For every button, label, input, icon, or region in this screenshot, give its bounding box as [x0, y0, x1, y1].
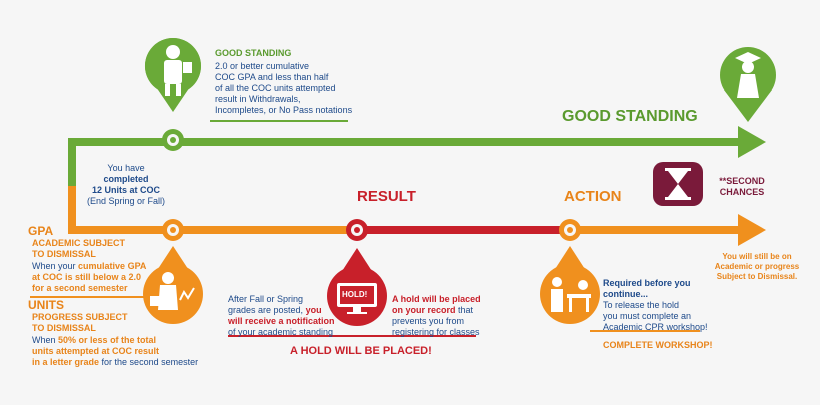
- workshop-pin: [540, 219, 600, 324]
- result-notification-text: After Fall or Spring grades are posted, …: [228, 294, 335, 337]
- hourglass-badge: [653, 162, 703, 206]
- action-description: Required before you continue... To relea…: [603, 278, 708, 332]
- units-subtitle: PROGRESS SUBJECT TO DISMISSAL: [32, 312, 128, 333]
- good-standing-arrowhead: [738, 126, 766, 158]
- gpa-description: When your cumulative GPA at COC is still…: [32, 261, 147, 293]
- units-title: UNITS: [28, 298, 64, 312]
- completed-units-note: You have completed 12 Units at COC (End …: [86, 163, 166, 206]
- end-arrowhead: [738, 214, 766, 246]
- good-standing-arrow-label: GOOD STANDING: [562, 108, 698, 125]
- result-title: RESULT: [357, 188, 416, 205]
- result-hold-text: A hold will be placed on your record tha…: [392, 294, 481, 337]
- hold-pin: [327, 219, 387, 326]
- units-description: When 50% or less of the total units atte…: [32, 335, 199, 367]
- hold-label: HOLD!: [342, 290, 368, 299]
- good-standing-title: GOOD STANDING: [215, 48, 292, 58]
- second-chances-label: **SECOND CHANCES: [719, 176, 765, 197]
- gpa-title: GPA: [28, 224, 54, 238]
- complete-workshop-label: COMPLETE WORKSHOP!: [603, 340, 713, 350]
- graduate-pin: [720, 47, 776, 122]
- green-track: [68, 126, 766, 188]
- end-note: You will still be on Academic or progres…: [714, 252, 800, 281]
- good-standing-description: 2.0 or better cumulative COC GPA and les…: [215, 61, 353, 115]
- sad-student-pin: [143, 219, 203, 324]
- action-title: ACTION: [564, 188, 622, 205]
- hold-placed-banner: A HOLD WILL BE PLACED!: [290, 345, 432, 357]
- orange-track: [68, 186, 766, 246]
- student-pin: [144, 38, 201, 112]
- gpa-subtitle: ACADEMIC SUBJECT TO DISMISSAL: [32, 238, 126, 259]
